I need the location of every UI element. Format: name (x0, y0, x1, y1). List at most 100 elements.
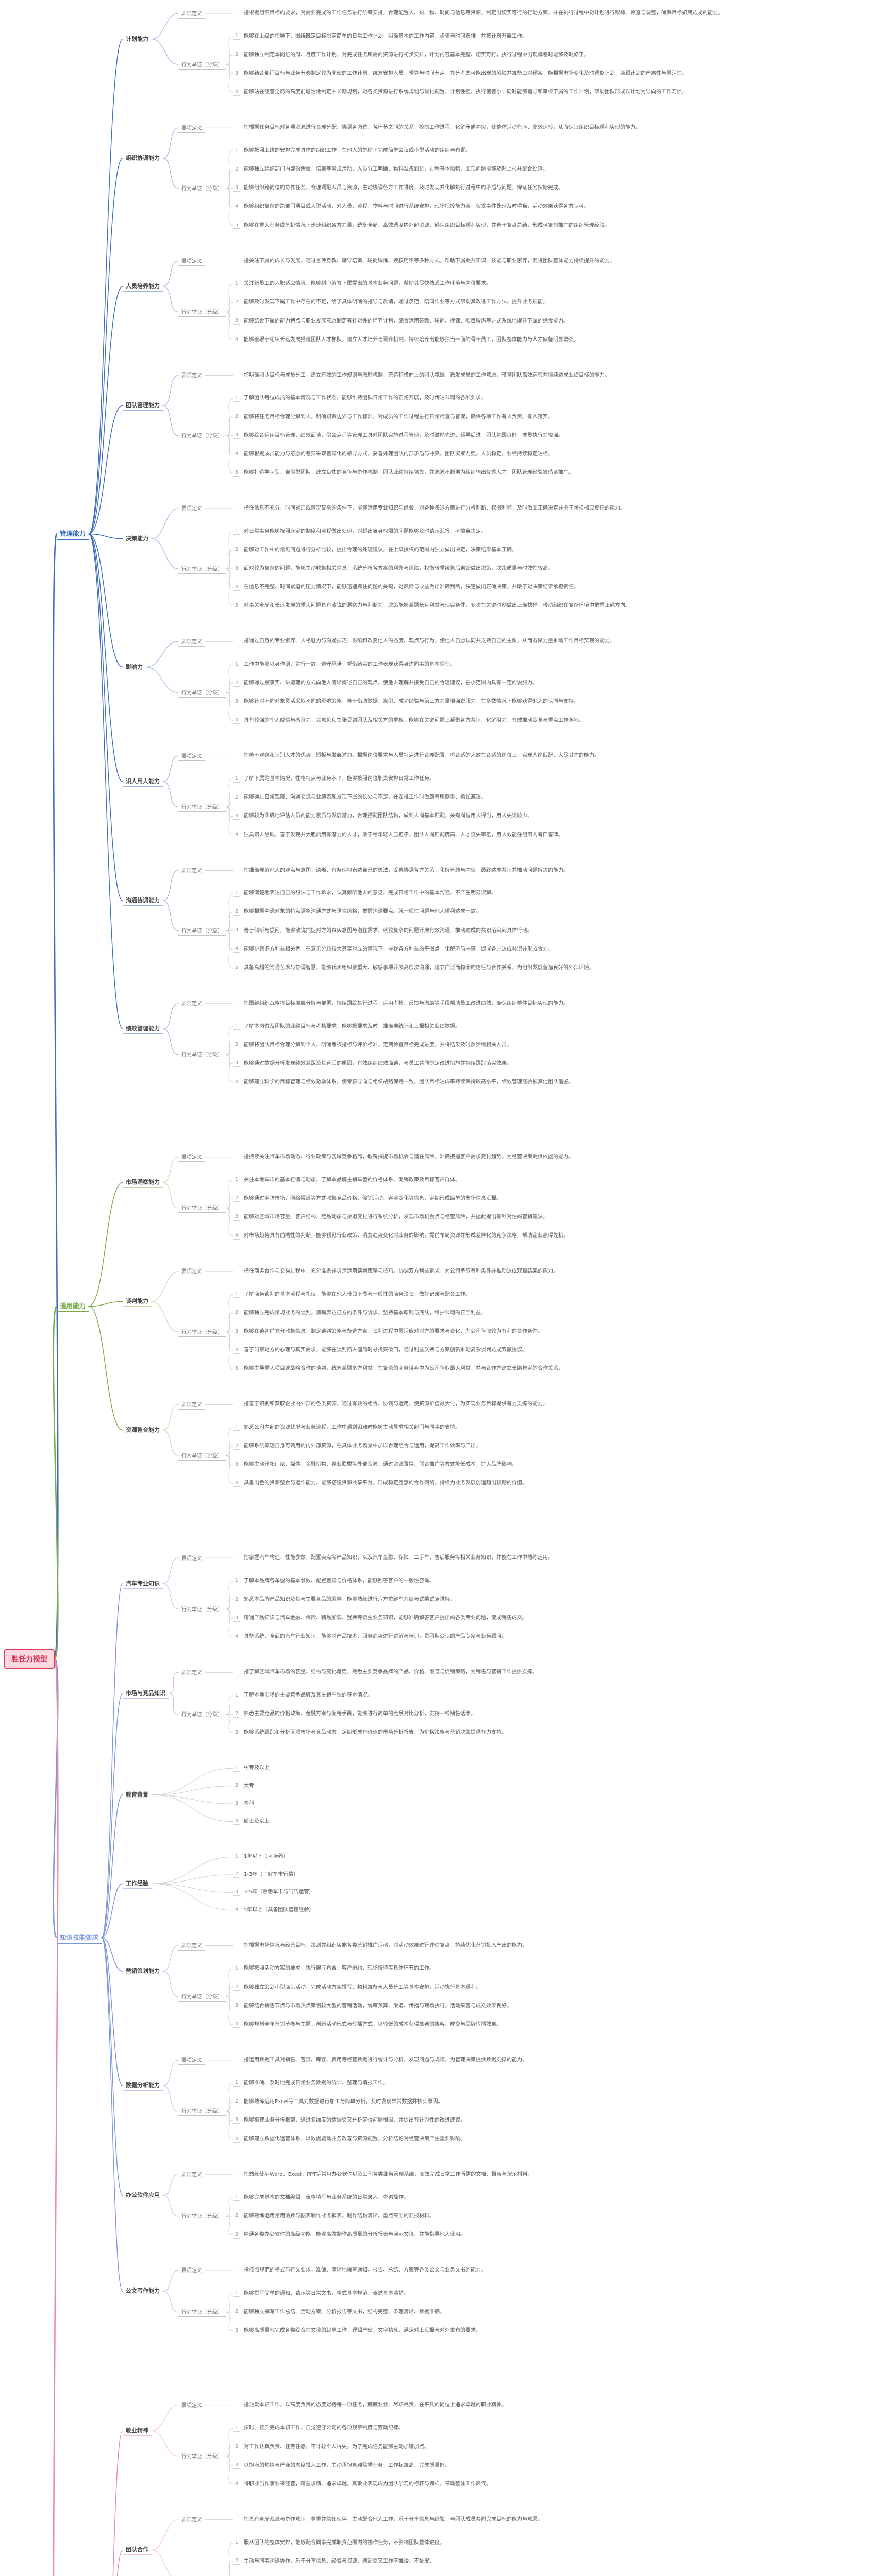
section-node[interactable]: 要项定义 (178, 370, 205, 381)
section-node[interactable]: 要项定义 (178, 1941, 205, 1951)
definition-text[interactable]: 指在商务合作与交易过程中，充分准备并灵活运用谈判策略与技巧，协调双方利益诉求，为… (233, 1268, 836, 1275)
branch-node[interactable]: 知识技能要求 (57, 1931, 102, 1944)
definition-text[interactable]: 指根据组织目标的要求，对需要完成的工作任务进行统筹安排，合理配置人、财、物、时间… (233, 10, 836, 17)
capability-node[interactable]: 数据分析能力 (123, 2080, 163, 2091)
capability-node[interactable]: 市场与竞品知识 (123, 1688, 169, 1699)
section-node[interactable]: 要项定义 (178, 998, 205, 1009)
definition-text[interactable]: 指关注下属的成长与发展，通过言传身教、辅导培训、轮岗锻炼、授权历练等多种方式，帮… (233, 258, 836, 265)
capability-node[interactable]: 资源整合能力 (123, 1425, 163, 1435)
section-node[interactable]: 要项定义 (178, 1266, 205, 1277)
section-node[interactable]: 要项定义 (178, 866, 205, 876)
capability-node[interactable]: 组织协调能力 (123, 153, 163, 163)
capability-node[interactable]: 识人用人能力 (123, 776, 163, 787)
definition-text[interactable]: 指了解区域汽车市场的容量、结构与变化趋势，熟悉主要竞争品牌的产品、价格、渠道与促… (233, 1669, 836, 1676)
section-node[interactable]: 要项定义 (178, 2055, 205, 2065)
section-node[interactable]: 要项定义 (178, 1553, 205, 1563)
section-node[interactable]: 要项定义 (178, 123, 205, 133)
capability-node[interactable]: 决策能力 (123, 534, 152, 544)
definition-text[interactable]: 指按照规范的格式与行文要求，准确、清晰地撰写通知、报告、总结、方案等各类公文与业… (233, 2267, 836, 2274)
definition-text[interactable]: 指热爱本职工作，以高度负责的态度对待每一项任务，兢兢业业、尽职尽责，在平凡的岗位… (233, 2402, 836, 2409)
capability-node[interactable]: 汽车专业知识 (123, 1579, 163, 1589)
section-node[interactable]: 行为举证（分级） (178, 307, 226, 317)
section-node[interactable]: 要项定义 (178, 1152, 205, 1162)
definition-text[interactable]: 指在信息不充分、时间紧迫或情况复杂的条件下，能够运用专业知识与经验，对各种备选方… (233, 505, 836, 512)
section-node[interactable]: 行为举证（分级） (178, 1451, 226, 1461)
section-node[interactable]: 行为举证（分级） (178, 2307, 226, 2317)
capability-node[interactable]: 敬业精神 (123, 2426, 152, 2436)
section-node[interactable]: 要项定义 (178, 2515, 205, 2525)
capability-node[interactable]: 教育背景 (123, 1790, 152, 1800)
definition-text[interactable]: 指根据任务目标对各项资源进行合理分配，协调各岗位、各环节之间的关系，控制工作进程… (233, 124, 836, 131)
capability-node[interactable]: 计划能力 (123, 34, 152, 44)
definition-text[interactable]: 指准确理解他人的观点与意图，清晰、有条理地表达自己的想法，妥善协调各方关系、化解… (233, 867, 836, 874)
capability-node[interactable]: 人员培养能力 (123, 281, 163, 292)
capability-node[interactable]: 沟通协调能力 (123, 895, 163, 906)
definition-text[interactable]: 指运用数据工具对销售、客流、库存、费用等经营数据进行统计与分析，发现问题与规律，… (233, 2057, 836, 2064)
section-node[interactable]: 要项定义 (178, 1400, 205, 1410)
section-node[interactable]: 行为举证（分级） (178, 1049, 226, 1060)
section-node[interactable]: 要项定义 (178, 2170, 205, 2180)
branch-node[interactable]: 管理能力 (57, 528, 89, 540)
section-node[interactable]: 要项定义 (178, 2265, 205, 2276)
definition-text[interactable]: 指掌握汽车构造、性能参数、配置卖点等产品知识，以及汽车金融、保险、二手车、售后服… (233, 1554, 836, 1562)
section-node[interactable]: 行为举证（分级） (178, 1327, 226, 1337)
definition-text[interactable]: 指具有全局观念与协作意识，尊重并信任伙伴，主动配合他人工作，乐于分享信息与经验，… (233, 2516, 836, 2523)
definition-text[interactable]: 指持续关注汽车市场动态、行业政策与区域竞争格局，敏锐捕捉市场机会与潜在风险，准确… (233, 1154, 836, 1161)
capability-node[interactable]: 影响力 (123, 662, 146, 672)
capability-node[interactable]: 市场洞察能力 (123, 1177, 163, 1188)
section-node[interactable]: 要项定义 (178, 751, 205, 761)
capability-node[interactable]: 办公软件应用 (123, 2190, 163, 2201)
